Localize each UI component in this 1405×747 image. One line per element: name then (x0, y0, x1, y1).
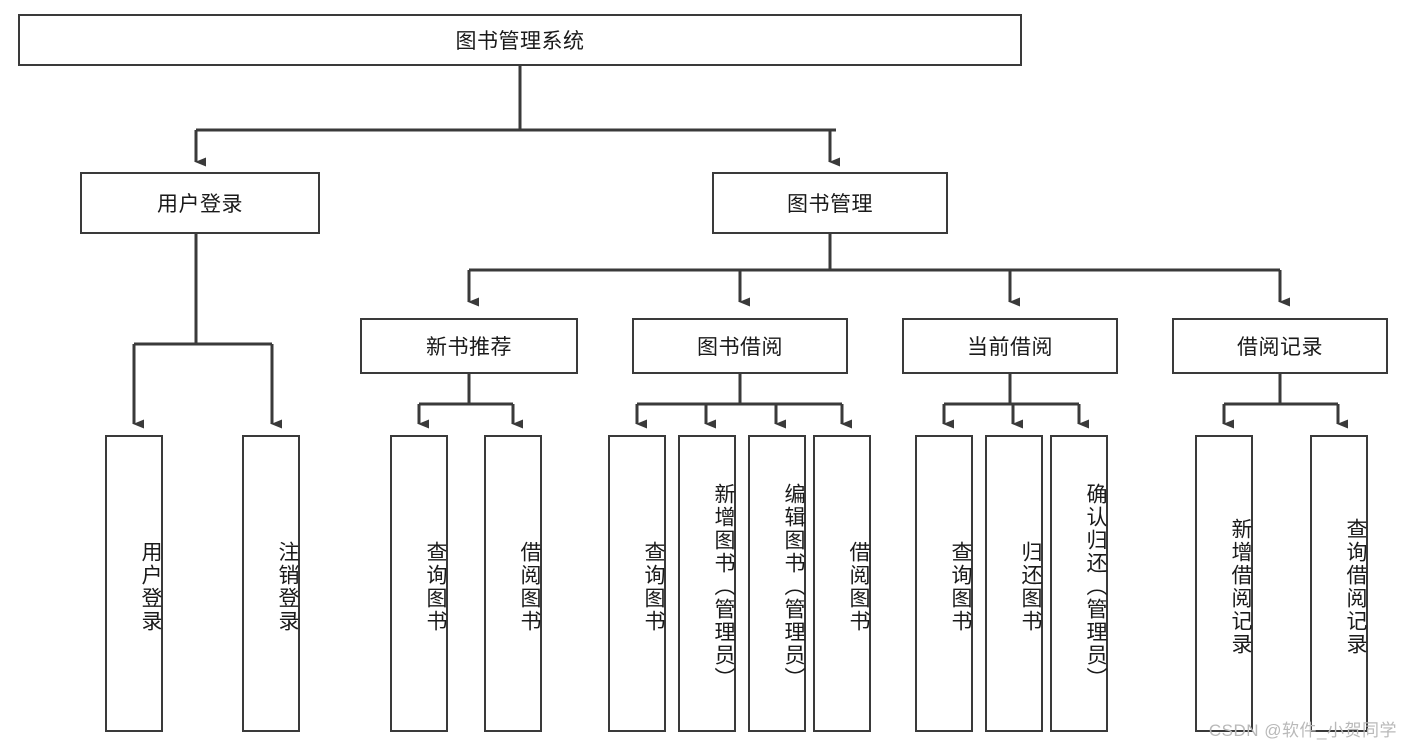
leaf-label: 查询图书 (424, 540, 447, 633)
leaf-label: 查询图书 (642, 540, 665, 633)
watermark-text: CSDN @软件_小贺同学 (1208, 721, 1397, 740)
leaf-label: 借阅图书 (518, 540, 541, 633)
leaf-current-query-book[interactable]: 查询图书 (915, 435, 973, 732)
leaf-label: 用户登录 (139, 540, 162, 633)
node-new-book-recommend-label: 新书推荐 (426, 336, 512, 359)
leaf-label: 查询图书 (949, 540, 972, 633)
leaf-current-confirm-return-admin[interactable]: 确认归还（管理员） (1050, 435, 1108, 732)
leaf-label: 注销登录 (276, 540, 299, 633)
node-current-borrow-label: 当前借阅 (967, 336, 1053, 359)
leaf-user-login-logout[interactable]: 注销登录 (242, 435, 300, 732)
node-user-login[interactable]: 用户登录 (80, 172, 320, 234)
leaf-record-add-record[interactable]: 新增借阅记录 (1195, 435, 1253, 732)
leaf-label: 归还图书 (1019, 540, 1042, 633)
node-borrow-record-label: 借阅记录 (1237, 336, 1323, 359)
node-user-login-label: 用户登录 (157, 193, 243, 216)
node-borrow-record[interactable]: 借阅记录 (1172, 318, 1388, 374)
leaf-label: 查询借阅记录 (1344, 517, 1367, 656)
leaf-borrow-query-book[interactable]: 查询图书 (608, 435, 666, 732)
leaf-label: 新增图书（管理员） (712, 483, 735, 690)
node-new-book-recommend[interactable]: 新书推荐 (360, 318, 578, 374)
leaf-label: 新增借阅记录 (1229, 517, 1252, 656)
leaf-borrow-edit-book-admin[interactable]: 编辑图书（管理员） (748, 435, 806, 732)
node-current-borrow[interactable]: 当前借阅 (902, 318, 1118, 374)
node-root-label: 图书管理系统 (455, 30, 585, 53)
leaf-record-query-record[interactable]: 查询借阅记录 (1310, 435, 1368, 732)
leaf-recommend-borrow-book[interactable]: 借阅图书 (484, 435, 542, 732)
node-book-borrow-label: 图书借阅 (697, 336, 783, 359)
leaf-label: 编辑图书（管理员） (782, 483, 805, 690)
node-root[interactable]: 图书管理系统 (18, 14, 1022, 66)
leaf-borrow-add-book-admin[interactable]: 新增图书（管理员） (678, 435, 736, 732)
leaf-user-login-login[interactable]: 用户登录 (105, 435, 163, 732)
leaf-borrow-borrow-book[interactable]: 借阅图书 (813, 435, 871, 732)
node-book-management[interactable]: 图书管理 (712, 172, 948, 234)
node-book-management-label: 图书管理 (787, 193, 873, 216)
leaf-label: 借阅图书 (847, 540, 870, 633)
leaf-current-return-book[interactable]: 归还图书 (985, 435, 1043, 732)
node-book-borrow[interactable]: 图书借阅 (632, 318, 848, 374)
leaf-label: 确认归还（管理员） (1084, 483, 1107, 690)
leaf-recommend-query-book[interactable]: 查询图书 (390, 435, 448, 732)
